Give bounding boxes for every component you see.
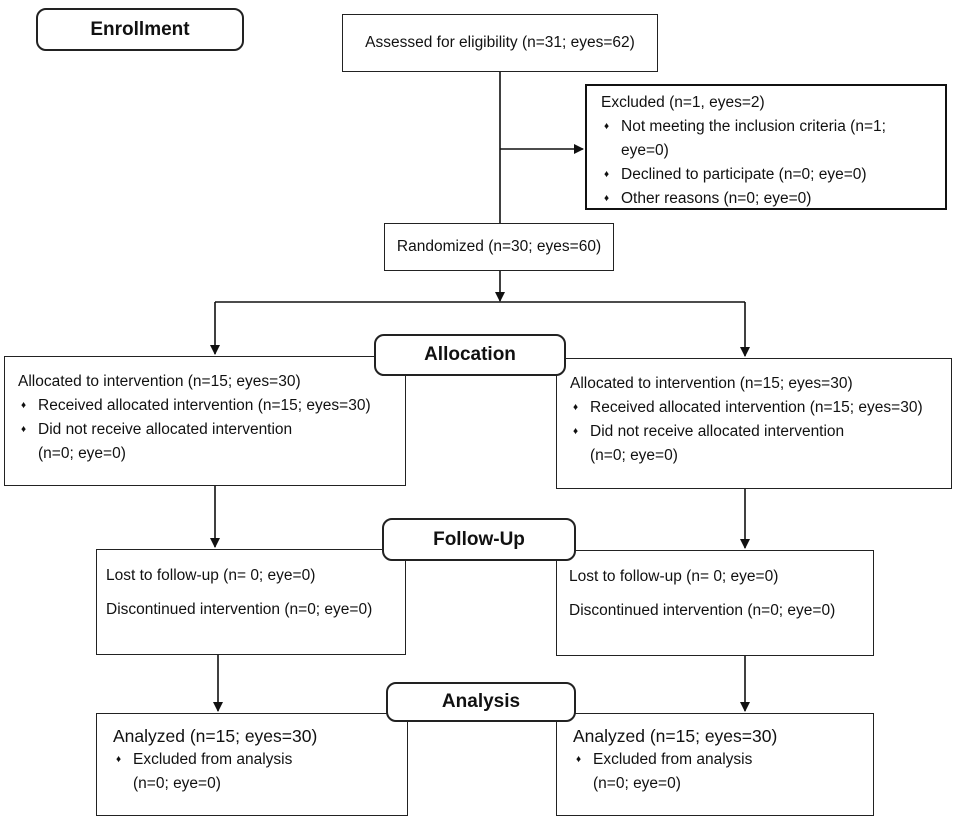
assessed-box: Assessed for eligibility (n=31; eyes=62) xyxy=(342,14,658,72)
analysis-left-box: Analyzed (n=15; eyes=30) ♦Excluded from … xyxy=(96,713,408,816)
allocation-left-box: Allocated to intervention (n=15; eyes=30… xyxy=(4,356,406,486)
excluded-item-criteria: ♦Not meeting the inclusion criteria (n=1… xyxy=(601,115,945,139)
randomized-box: Randomized (n=30; eyes=60) xyxy=(384,223,614,271)
analysis-left-excluded-count: (n=0; eye=0) xyxy=(133,775,221,792)
stage-follow-up-label: Follow-Up xyxy=(433,528,525,550)
stage-analysis: Analysis xyxy=(386,682,576,722)
stage-allocation: Allocation xyxy=(374,334,566,376)
bullet-icon: ♦ xyxy=(21,424,27,435)
bullet-icon: ♦ xyxy=(573,426,579,437)
analysis-right-excluded: ♦Excluded from analysis xyxy=(573,748,873,772)
excluded-item-declined: ♦Declined to participate (n=0; eye=0) xyxy=(601,163,945,187)
bullet-icon: ♦ xyxy=(604,193,610,204)
analysis-right-box: Analyzed (n=15; eyes=30) ♦Excluded from … xyxy=(556,713,874,816)
allocation-left-received: ♦Received allocated intervention (n=15; … xyxy=(18,394,405,418)
stage-enrollment-label: Enrollment xyxy=(90,18,190,40)
excluded-item-criteria-cont: eye=0) xyxy=(621,142,669,159)
allocation-left-not-received-count: (n=0; eye=0) xyxy=(38,445,126,462)
stage-enrollment: Enrollment xyxy=(36,8,244,51)
bullet-icon: ♦ xyxy=(576,754,582,765)
randomized-text: Randomized (n=30; eyes=60) xyxy=(396,238,602,255)
allocation-right-title: Allocated to intervention (n=15; eyes=30… xyxy=(570,375,853,392)
analysis-right-excluded-count: (n=0; eye=0) xyxy=(593,775,681,792)
allocation-left-not-received: ♦Did not receive allocated intervention xyxy=(18,418,405,442)
assessed-text: Assessed for eligibility (n=31; eyes=62) xyxy=(365,34,635,51)
followup-right-lost: Lost to follow-up (n= 0; eye=0) xyxy=(569,568,779,585)
allocation-right-not-received: ♦Did not receive allocated intervention xyxy=(570,420,951,444)
analysis-left-excluded: ♦Excluded from analysis xyxy=(113,748,407,772)
allocation-left-title: Allocated to intervention (n=15; eyes=30… xyxy=(18,373,301,390)
followup-left-box: Lost to follow-up (n= 0; eye=0) Disconti… xyxy=(96,549,406,655)
stage-allocation-label: Allocation xyxy=(424,344,516,365)
bullet-icon: ♦ xyxy=(604,169,610,180)
followup-left-discontinued: Discontinued intervention (n=0; eye=0) xyxy=(106,601,373,618)
analysis-right-title: Analyzed (n=15; eyes=30) xyxy=(573,726,778,746)
stage-analysis-label: Analysis xyxy=(441,691,521,712)
followup-right-box: Lost to follow-up (n= 0; eye=0) Disconti… xyxy=(556,550,874,656)
excluded-item-other: ♦Other reasons (n=0; eye=0) xyxy=(601,187,945,211)
excluded-box: Excluded (n=1, eyes=2) ♦Not meeting the … xyxy=(585,84,947,210)
bullet-icon: ♦ xyxy=(604,121,610,132)
followup-left-lost: Lost to follow-up (n= 0; eye=0) xyxy=(106,567,316,584)
bullet-icon: ♦ xyxy=(21,400,27,411)
stage-follow-up: Follow-Up xyxy=(382,518,576,561)
bullet-icon: ♦ xyxy=(116,754,122,765)
allocation-right-received: ♦Received allocated intervention (n=15; … xyxy=(570,396,951,420)
followup-right-discontinued: Discontinued intervention (n=0; eye=0) xyxy=(569,602,836,619)
bullet-icon: ♦ xyxy=(573,402,579,413)
analysis-left-title: Analyzed (n=15; eyes=30) xyxy=(113,726,318,746)
allocation-right-not-received-count: (n=0; eye=0) xyxy=(590,447,678,464)
excluded-title: Excluded (n=1, eyes=2) xyxy=(601,94,765,111)
allocation-right-box: Allocated to intervention (n=15; eyes=30… xyxy=(556,358,952,489)
